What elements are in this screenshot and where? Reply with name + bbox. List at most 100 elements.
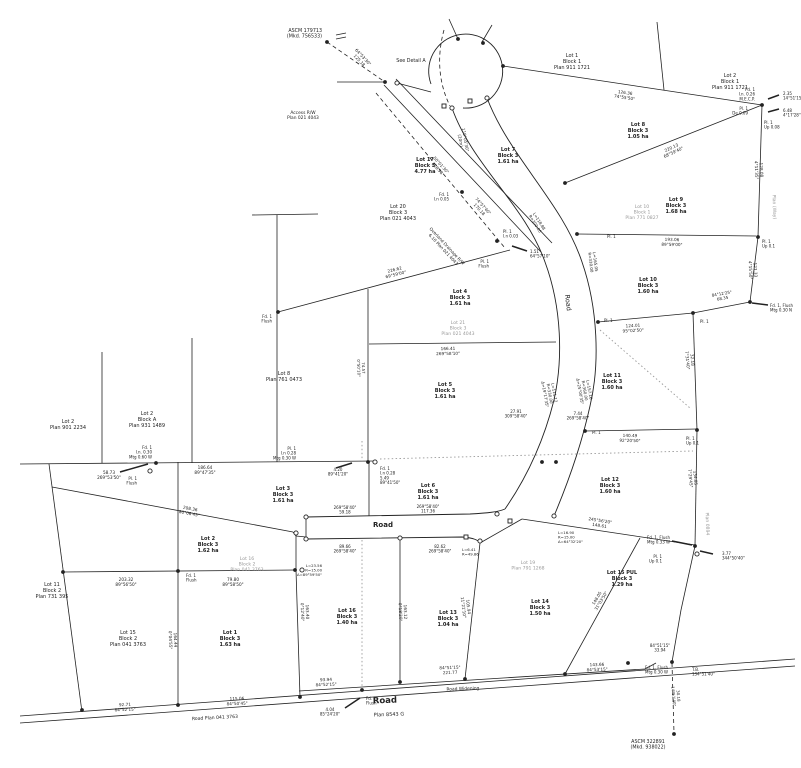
survey-line xyxy=(749,236,759,303)
survey-line xyxy=(379,450,694,460)
map-label: Road xyxy=(373,521,393,529)
map-label: 163.120°18'20" xyxy=(398,603,409,622)
survey-line xyxy=(680,545,696,611)
monument-ring xyxy=(372,459,378,465)
survey-line xyxy=(383,84,542,253)
map-label: Pl. 1 xyxy=(592,430,601,435)
map-label: L=157.16R=360.00Δ=25°00'35" xyxy=(575,376,594,405)
monument-dot xyxy=(298,695,302,699)
monument-dot xyxy=(481,41,485,45)
survey-line xyxy=(335,32,347,36)
monument-dot xyxy=(563,181,567,185)
survey-line xyxy=(511,245,528,252)
map-label: T.B.134°51'40" xyxy=(691,667,715,677)
monument-dot xyxy=(366,460,370,464)
survey-monuments xyxy=(61,37,764,736)
map-label: 124.0195°02'50" xyxy=(622,322,644,333)
survey-line xyxy=(692,312,698,431)
map-label: 121.334°15'50" xyxy=(748,261,759,280)
map-label: 128.084°11'35" xyxy=(754,161,765,180)
monument-dot xyxy=(360,688,364,692)
map-label: See Detail A xyxy=(396,58,426,64)
survey-line xyxy=(521,518,696,546)
monument-square xyxy=(467,98,473,104)
road-curve xyxy=(486,97,597,517)
map-label: 208.3680°06'45" xyxy=(178,504,201,518)
survey-line xyxy=(19,665,796,724)
survey-line xyxy=(481,24,493,43)
survey-line xyxy=(671,662,675,734)
survey-line xyxy=(699,550,714,555)
monument-ring xyxy=(551,513,557,519)
monument-ring xyxy=(477,538,483,544)
monument-square xyxy=(441,103,447,109)
survey-line xyxy=(479,518,523,544)
monument-dot xyxy=(154,461,158,465)
map-label: Overland Drainage R/W6.10 Plan 021 4043 xyxy=(425,226,466,269)
monument-dot xyxy=(695,428,699,432)
map-label: 115.0684°50'45" xyxy=(226,696,248,707)
monument-dot xyxy=(575,232,579,236)
monument-dot xyxy=(693,544,697,548)
map-label: ASCM 179713(Mkd. 756533) xyxy=(287,28,322,40)
road-curve xyxy=(305,536,481,544)
map-label: 119°05'30"(20m) xyxy=(456,128,470,153)
monument-dot xyxy=(463,677,467,681)
survey-line xyxy=(335,462,353,469)
survey-line xyxy=(767,94,780,100)
road-curve xyxy=(428,33,504,109)
monument-dot xyxy=(554,460,558,464)
monument-dot xyxy=(456,37,460,41)
survey-line xyxy=(692,301,751,314)
map-label: 30.1814°51'40" xyxy=(670,686,681,707)
map-label: L=118.88R=300.00 xyxy=(528,211,547,234)
map-label: 193.0689°59'00" xyxy=(661,237,682,247)
monument-dot xyxy=(176,703,180,707)
survey-line xyxy=(502,65,763,106)
map-label: Road xyxy=(563,294,573,311)
map-label: 74°57'40"170.18 xyxy=(470,196,492,218)
monument-dot xyxy=(383,80,387,84)
survey-line xyxy=(277,249,511,313)
survey-line xyxy=(375,92,506,249)
monument-square xyxy=(507,518,513,524)
map-label: 245°56'20"148.61 xyxy=(587,516,612,530)
map-label: 105.9411°21'10" xyxy=(460,596,472,618)
survey-line xyxy=(396,82,432,93)
monument-dot xyxy=(756,235,760,239)
monument-ring xyxy=(694,551,700,557)
survey-line xyxy=(656,21,665,91)
survey-line xyxy=(751,302,769,306)
survey-line xyxy=(644,662,657,670)
monument-dot xyxy=(460,190,464,194)
